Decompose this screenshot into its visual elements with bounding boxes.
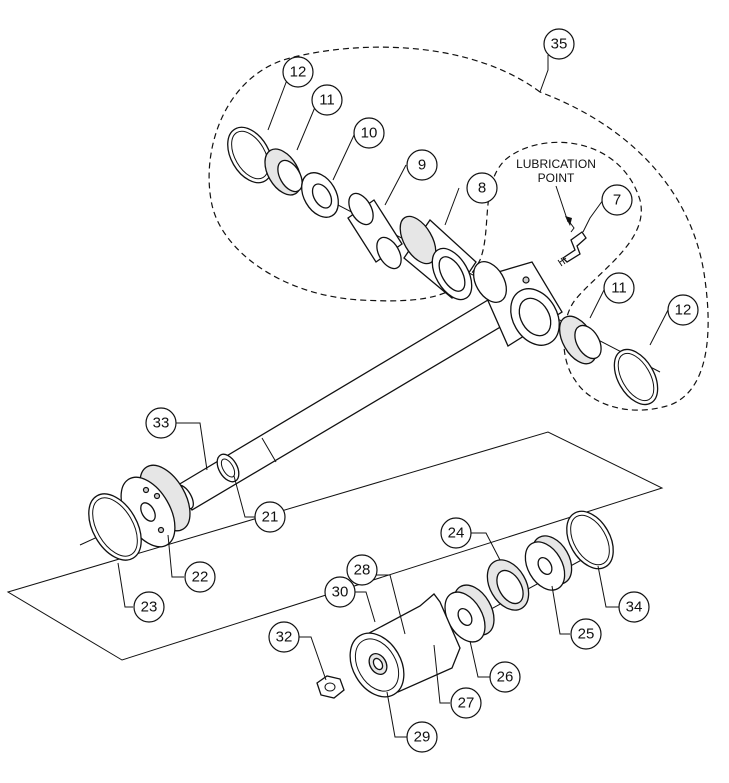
callout-35: 35 (543, 28, 575, 60)
grease-fitting (557, 219, 587, 267)
hex-nut-bore (324, 682, 336, 692)
callout-8: 8 (466, 172, 498, 204)
lubrication-arrowhead (565, 216, 572, 226)
svg-text:30: 30 (332, 584, 349, 601)
callout-32: 32 (268, 621, 300, 653)
bearing-lower-inner (574, 324, 602, 360)
svg-text:35: 35 (551, 36, 568, 53)
callout-21: 21 (254, 501, 286, 533)
hex-nut (316, 675, 345, 699)
svg-text:23: 23 (141, 599, 158, 616)
svg-text:22: 22 (192, 569, 209, 586)
seal-ring-large-inner (570, 514, 610, 566)
piston-hole-4 (153, 492, 161, 500)
callout-30: 30 (324, 576, 356, 608)
svg-text:11: 11 (319, 92, 335, 109)
svg-text:11: 11 (611, 280, 627, 297)
ram-head-bore-inner (372, 657, 384, 671)
callout-26: 26 (489, 661, 521, 693)
seal-ring-large (566, 510, 614, 570)
snap-ring-upper-inner (231, 130, 269, 180)
sleeve-back (399, 215, 437, 265)
sleeve-front-bore (438, 256, 466, 292)
svg-text:34: 34 (626, 599, 643, 616)
assembly-group-boundary (208, 46, 709, 411)
svg-text:25: 25 (578, 626, 595, 643)
callout-25: 25 (570, 618, 602, 650)
ram-head-face-rim (354, 638, 400, 692)
callout-29: 29 (406, 721, 438, 753)
callout-23: 23 (133, 591, 165, 623)
o-ring-piston (88, 493, 142, 561)
callout-34: 34 (618, 591, 650, 623)
callout-27: 27 (450, 687, 482, 719)
svg-text:21: 21 (262, 509, 279, 526)
svg-text:26: 26 (497, 669, 514, 686)
svg-text:29: 29 (414, 729, 431, 746)
lubrication-note-line2: POINT (538, 171, 575, 185)
snap-ring-lower-inner (617, 352, 655, 402)
svg-text:8: 8 (478, 180, 486, 197)
svg-text:10: 10 (361, 125, 378, 142)
seal-inner (311, 183, 333, 209)
reference-plane (6, 431, 664, 661)
rod-wiper-inner (220, 458, 236, 478)
svg-text:7: 7 (613, 192, 621, 209)
svg-text:28: 28 (354, 562, 371, 579)
svg-text:32: 32 (276, 629, 293, 646)
callout-22: 22 (184, 561, 216, 593)
callout-28: 28 (346, 554, 378, 586)
svg-text:12: 12 (290, 64, 307, 81)
svg-text:12: 12 (675, 302, 692, 319)
svg-text:27: 27 (458, 695, 475, 712)
cylinder-boss-bore (518, 297, 552, 337)
callout-10: 10 (353, 117, 385, 149)
spacer-bore (457, 607, 473, 627)
callout-24: 24 (440, 517, 472, 549)
callout-7: 7 (601, 184, 633, 216)
gland-bore (537, 556, 553, 576)
bearing-upper-inner (277, 159, 303, 193)
piston-hole-3 (157, 526, 165, 534)
svg-text:33: 33 (153, 415, 170, 432)
snap-ring-upper (227, 126, 273, 184)
piston-hole-1 (142, 486, 150, 494)
o-ring-piston-inner (92, 497, 138, 557)
bushing-back (348, 192, 374, 226)
callout-11-upper: 11 (311, 84, 343, 116)
callout-12-upper: 12 (282, 56, 314, 88)
callout-9: 9 (406, 149, 438, 181)
lubrication-note-line1: LUBRICATION (516, 157, 596, 171)
bushing-front (376, 236, 402, 270)
svg-text:24: 24 (448, 525, 465, 542)
cylinder-boss-back (472, 261, 508, 303)
svg-text:9: 9 (418, 157, 426, 174)
rod-step (261, 437, 277, 463)
grease-hole (522, 276, 530, 284)
washer-bore (496, 569, 524, 605)
piston-bore (140, 502, 156, 522)
callout-33: 33 (145, 407, 177, 439)
lubrication-arrow (555, 185, 569, 223)
callout-12-lower: 12 (667, 294, 699, 326)
callout-11-lower: 11 (603, 272, 635, 304)
snap-ring-lower (613, 348, 659, 406)
